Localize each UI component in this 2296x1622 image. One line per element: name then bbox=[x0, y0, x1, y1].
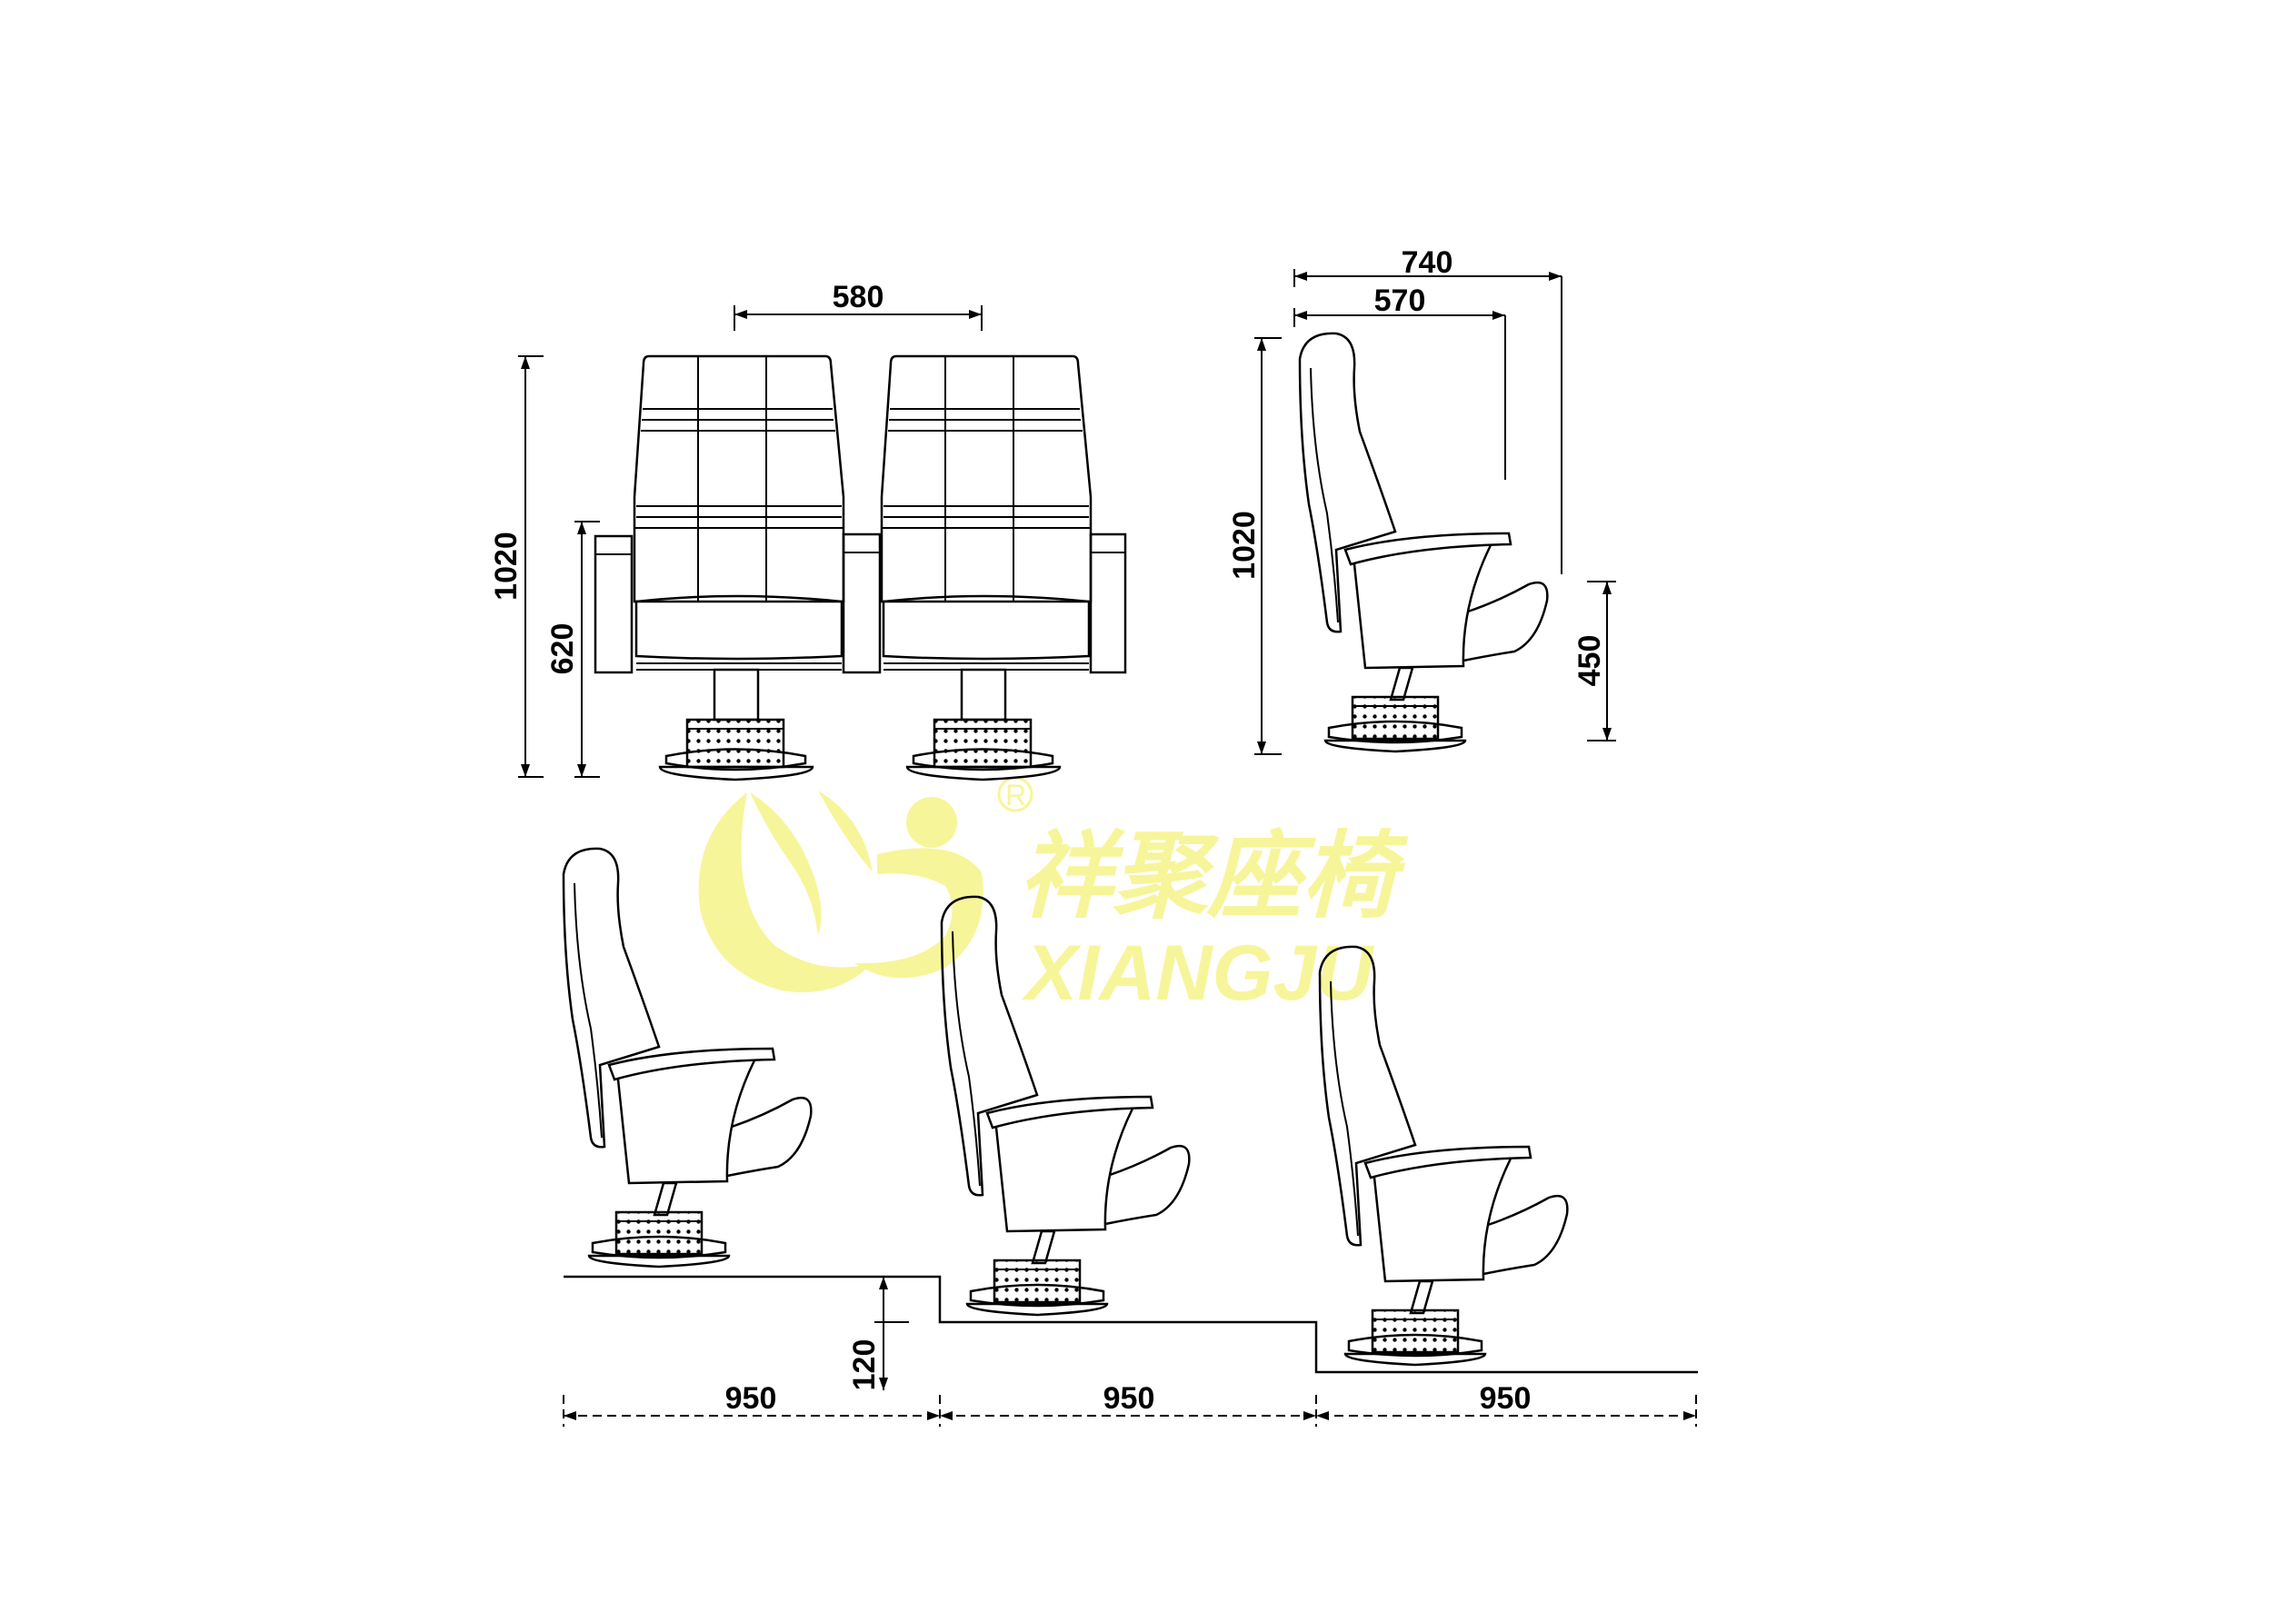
row-spacing-label-3: 950 bbox=[1480, 1381, 1532, 1416]
row-chair-1 bbox=[564, 849, 811, 1267]
registered-mark-text: R bbox=[1005, 779, 1026, 811]
seat-pitch-label: 580 bbox=[833, 280, 884, 314]
front-chair-right bbox=[880, 354, 1093, 781]
side-view: 740 570 1020 450 bbox=[1227, 245, 1616, 755]
side-total-height-label: 1020 bbox=[1227, 511, 1262, 580]
seat-height-label: 450 bbox=[1572, 635, 1607, 687]
brand-watermark: 祥聚座椅 XIANGJU R bbox=[698, 776, 1409, 1017]
stepped-floor-line bbox=[564, 1275, 1698, 1374]
row-spacing-label-1: 950 bbox=[725, 1381, 777, 1416]
front-chair-left bbox=[633, 354, 845, 781]
side-chair bbox=[1298, 332, 1549, 753]
row-spacing-label-2: 950 bbox=[1103, 1381, 1155, 1416]
riser-height-label: 120 bbox=[847, 1339, 882, 1391]
brand-cn-text: 祥聚座椅 bbox=[1018, 821, 1409, 931]
brand-en-text: XIANGJU bbox=[1022, 930, 1374, 1017]
left-armrest bbox=[594, 534, 634, 674]
xiangju-logo-icon bbox=[698, 791, 983, 992]
depth-label: 740 bbox=[1402, 245, 1453, 280]
tiered-rows-view: 120 950 950 950 bbox=[563, 849, 1698, 1427]
center-armrest bbox=[842, 532, 882, 674]
armrest-height-label: 620 bbox=[545, 623, 580, 675]
right-armrest bbox=[1089, 532, 1127, 674]
seat-depth-label: 570 bbox=[1374, 284, 1426, 318]
total-height-label: 1020 bbox=[489, 532, 524, 601]
front-view: 580 1020 620 bbox=[489, 280, 1127, 781]
